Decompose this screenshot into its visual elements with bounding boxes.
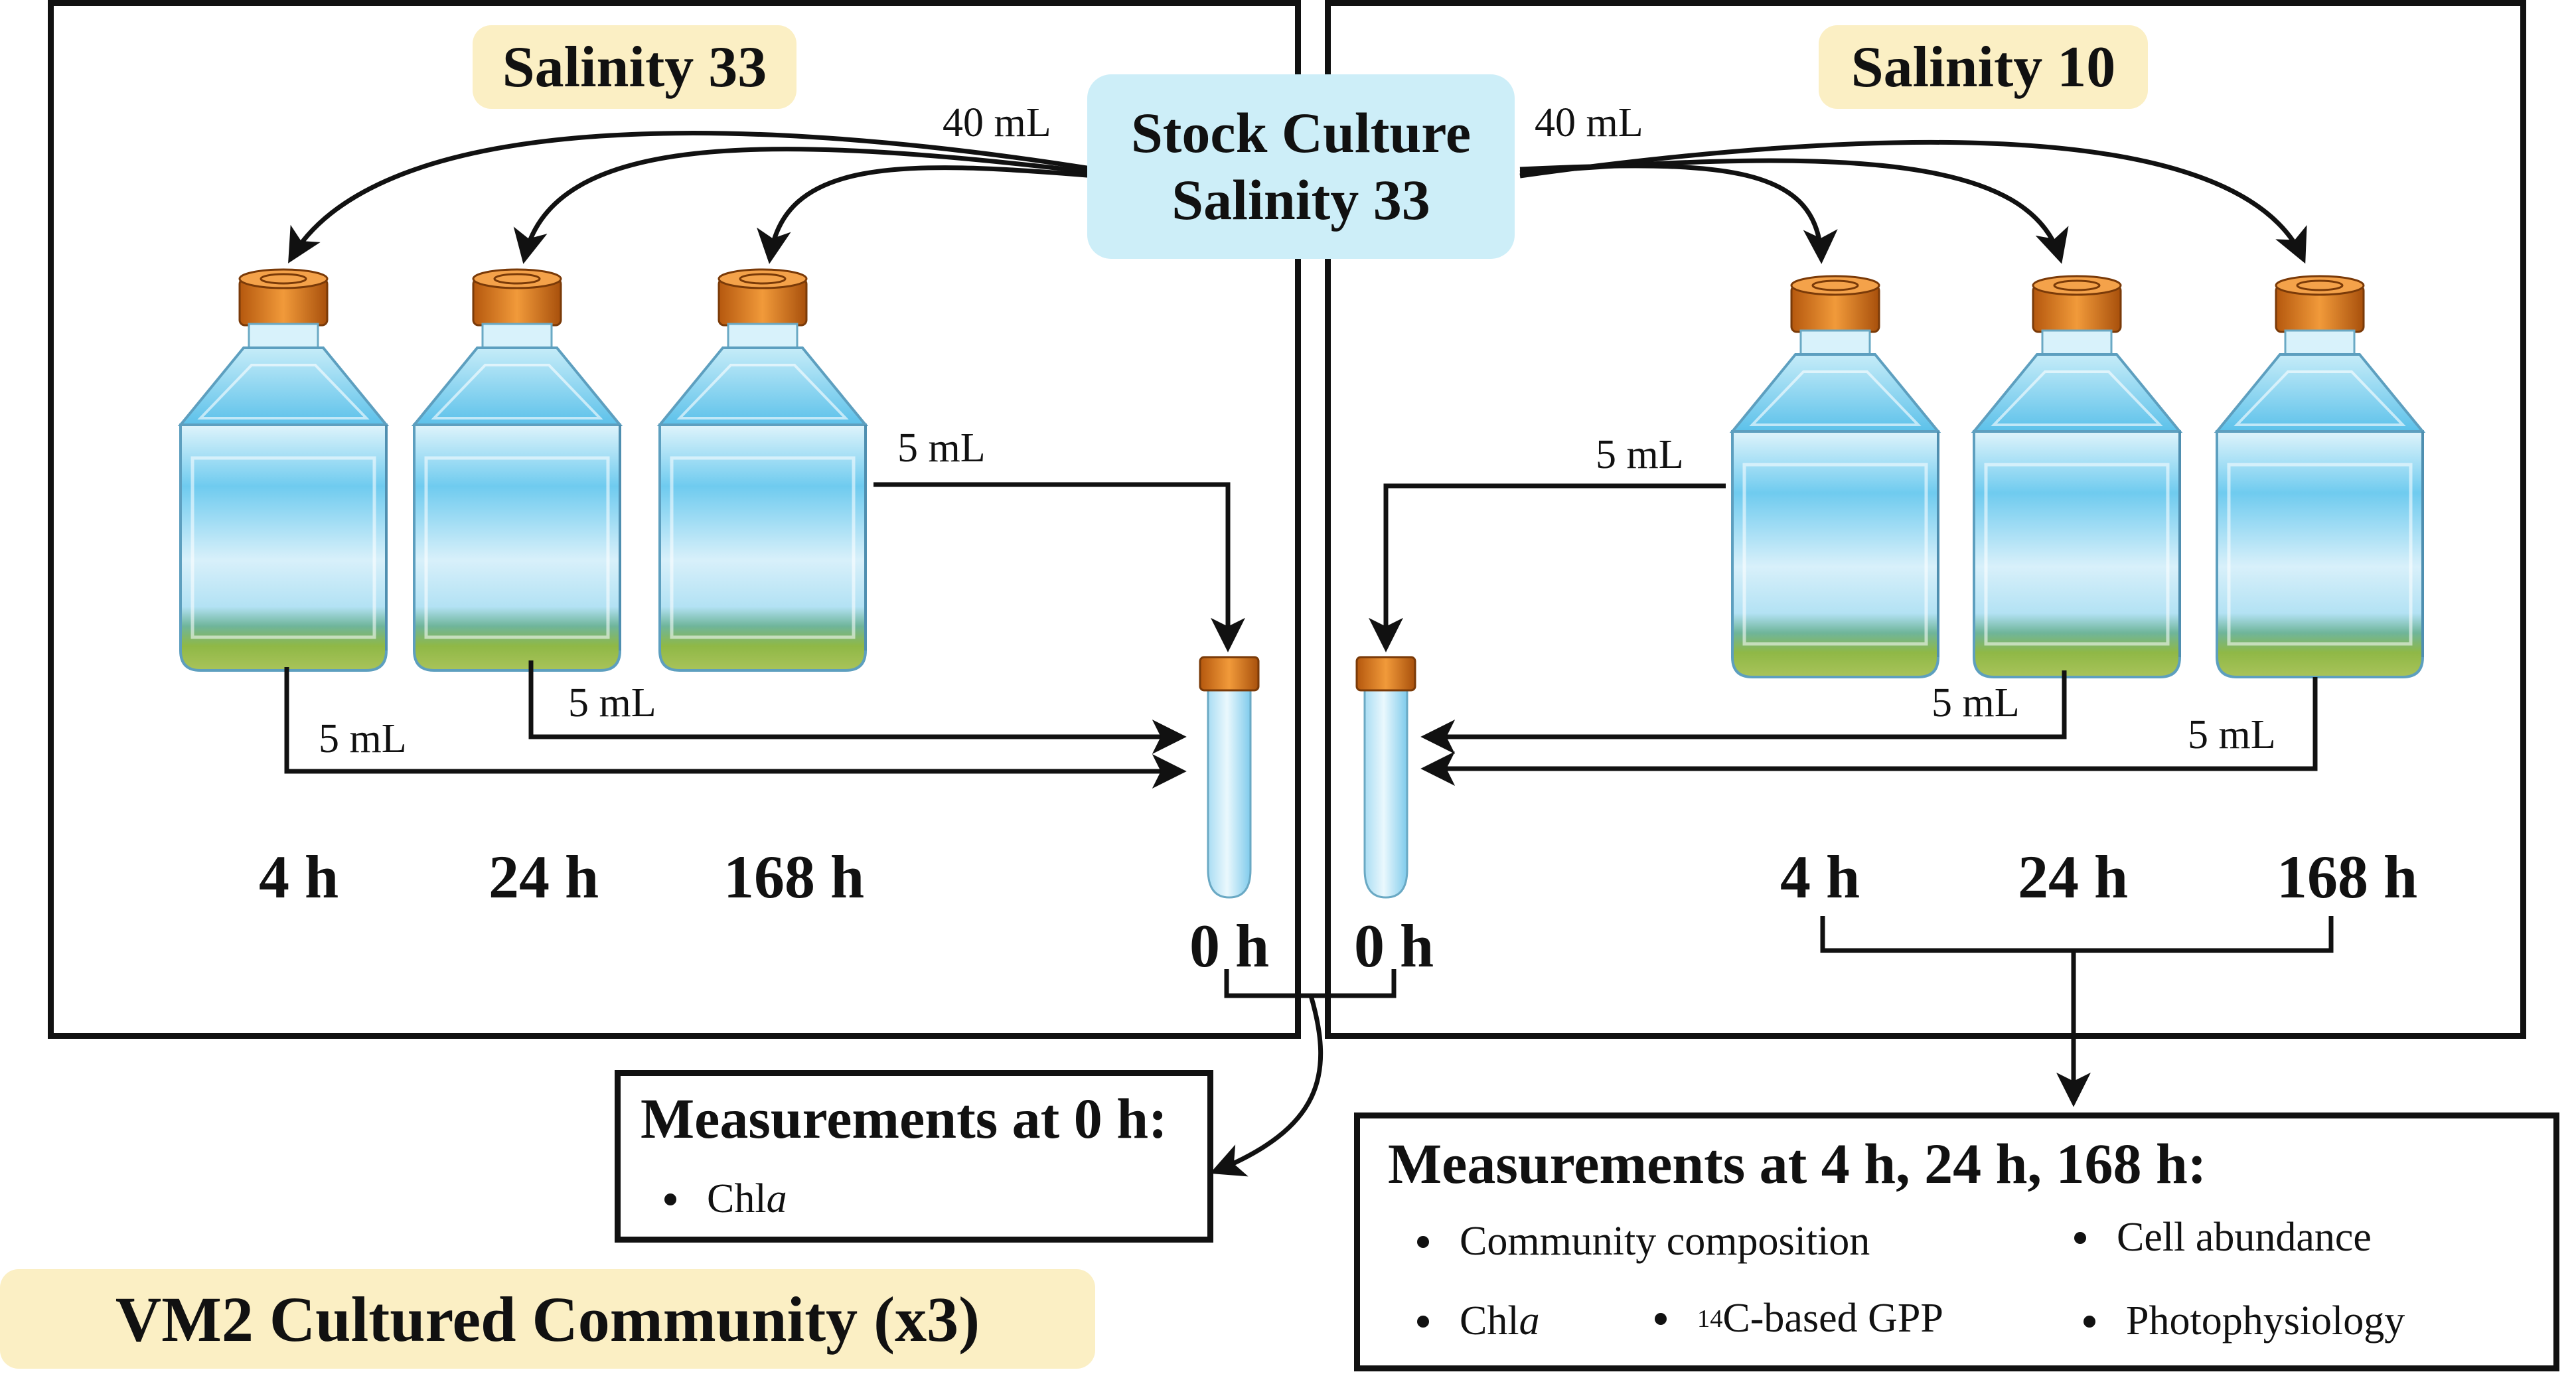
- stock-culture-line1: Stock Culture: [1130, 100, 1472, 165]
- measurements-0h-item-chl: Chl a: [664, 1176, 787, 1223]
- cell-abundance-text: Cell abundance: [2117, 1215, 2372, 1260]
- timepoint-left-tube: 0 h: [1189, 912, 1270, 980]
- arrow-stock-to-left-168h: [757, 165, 1096, 264]
- arrow-stock-to-right-24h: [1519, 158, 2069, 264]
- measurements-later-box: Measurements at 4 h, 24 h, 168 h: Commun…: [1354, 1112, 2559, 1371]
- timepoint-right-tube: 0 h: [1354, 912, 1434, 980]
- flask-salinity-10-168h: [2214, 275, 2426, 678]
- item-chl-a: Chl a: [1417, 1298, 1540, 1345]
- photophysiology-text: Photophysiology: [2126, 1298, 2405, 1343]
- salinity-33-panel: [48, 0, 1301, 1039]
- arrow-stock-to-right-4h: [1519, 163, 1838, 264]
- flask-salinity-10-24h: [1971, 275, 2183, 678]
- bullet-icon: [1417, 1315, 1429, 1328]
- arrow-stock-to-left-24h: [513, 147, 1096, 264]
- item-photophysiology: Photophysiology: [2084, 1298, 2405, 1345]
- sampling-arrows: [284, 482, 2318, 789]
- arrow-left-168h-to-tube: [873, 482, 1245, 652]
- measurements-0h-title: Measurements at 0 h:: [641, 1087, 1168, 1150]
- arrow-stock-to-right-168h: [1519, 139, 2307, 264]
- volume-right-168h: 5 mL: [2188, 712, 2276, 757]
- timepoint-left-168h: 168 h: [723, 843, 865, 911]
- volume-left-4h: 5 mL: [319, 716, 407, 761]
- test-tube-salinity-10: [1355, 656, 1416, 899]
- arrow-left-24h-to-tube: [528, 660, 1187, 754]
- timepoint-right-24h: 24 h: [2018, 843, 2129, 911]
- arrow-right-168h-to-tube: [1420, 677, 2318, 786]
- arrow-left-4h-to-tube: [284, 667, 1187, 789]
- salinity-10-panel: [1325, 0, 2526, 1039]
- item-cell-abundance: Cell abundance: [2074, 1214, 2372, 1261]
- stock-arrows: [288, 131, 2307, 264]
- volume-left-168h: 5 mL: [897, 425, 986, 471]
- community-text: Community composition: [1460, 1219, 1870, 1264]
- timepoint-left-4h: 4 h: [259, 843, 339, 911]
- flask-salinity-10-4h: [1729, 275, 1941, 678]
- chl-italic: a: [1519, 1298, 1540, 1343]
- chl-text: Chl: [1460, 1298, 1519, 1343]
- volume-stock-right: 40 mL: [1535, 100, 1643, 145]
- gpp-text: C-based GPP: [1722, 1296, 1943, 1341]
- bullet-icon: [1417, 1235, 1429, 1248]
- timepoint-right-4h: 4 h: [1780, 843, 1860, 911]
- bullet-icon: [664, 1193, 676, 1205]
- later-timepoints-bracket: [1820, 916, 2334, 1107]
- measurements-0h-box: Measurements at 0 h: Chl a: [615, 1070, 1213, 1243]
- salinity-33-label: Salinity 33: [473, 25, 796, 109]
- arrow-stock-to-left-4h: [288, 131, 1096, 264]
- volume-stock-left: 40 mL: [943, 100, 1051, 145]
- salinity-10-label: Salinity 10: [1819, 25, 2148, 109]
- flask-salinity-33-4h: [177, 268, 390, 672]
- chl-italic: a: [766, 1176, 787, 1221]
- stock-culture-box: Stock Culture Salinity 33: [1087, 74, 1515, 259]
- bullet-icon: [2074, 1231, 2086, 1244]
- arrow-to-measurements-0h: [1209, 995, 1324, 1177]
- test-tube-salinity-33: [1199, 656, 1260, 899]
- community-label: VM2 Cultured Community (x3): [0, 1269, 1095, 1369]
- volume-right-24h: 5 mL: [1932, 680, 2020, 726]
- volume-left-24h: 5 mL: [568, 680, 656, 726]
- chl-text: Chl: [707, 1176, 767, 1221]
- bullet-icon: [1655, 1312, 1667, 1325]
- flask-salinity-33-24h: [411, 268, 623, 672]
- item-community-composition: Community composition: [1417, 1218, 1870, 1265]
- arrow-right-24h-to-tube: [1420, 670, 2067, 754]
- bullet-icon: [2084, 1315, 2095, 1328]
- timepoint-right-168h: 168 h: [2277, 843, 2418, 911]
- measurements-later-title: Measurements at 4 h, 24 h, 168 h:: [1388, 1132, 2207, 1195]
- zero-hour-bracket: [1209, 969, 1397, 1177]
- timepoint-left-24h: 24 h: [489, 843, 599, 911]
- volume-right-4h: 5 mL: [1596, 432, 1684, 477]
- stock-culture-line2: Salinity 33: [1172, 168, 1430, 232]
- flask-salinity-33-168h: [656, 268, 869, 672]
- arrow-right-4h-to-tube: [1369, 483, 1726, 652]
